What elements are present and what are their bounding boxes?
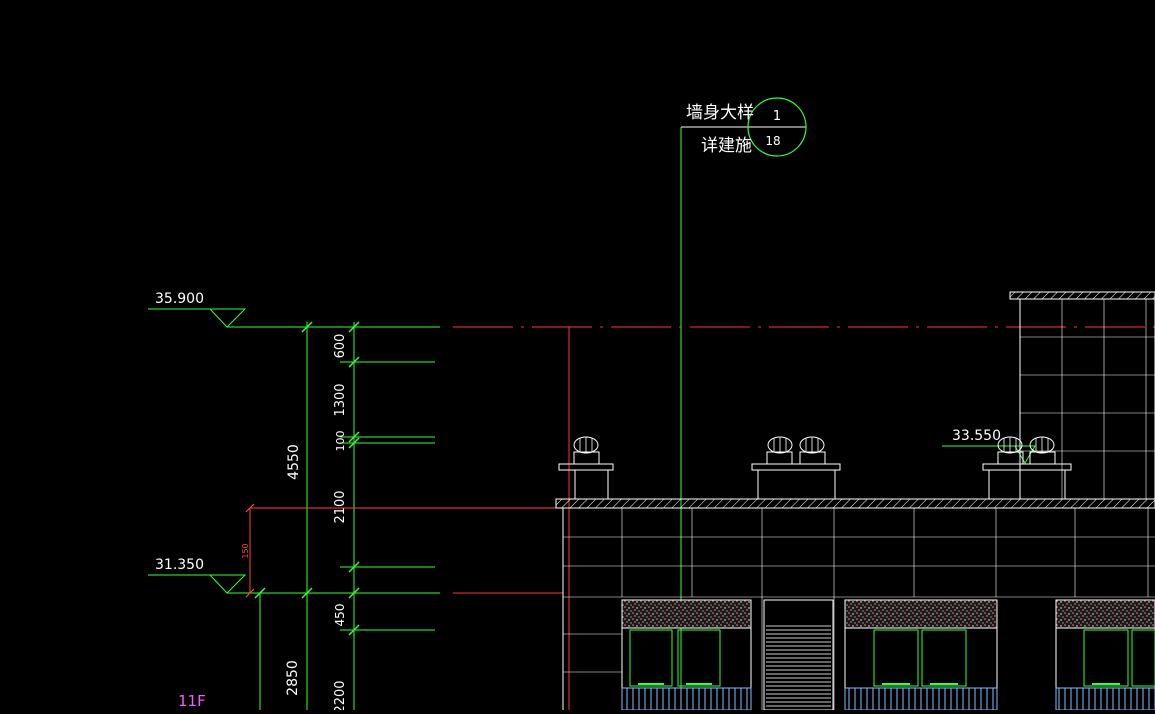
facade [562,508,1155,710]
dim-2200: 2200 [333,680,348,710]
elevation-value-mid: 31.350 [155,557,204,573]
elevation-value-top: 35.900 [155,291,204,307]
callout-sheet-number: 18 [765,134,780,148]
callout-detail-number: 1 [773,109,781,124]
louver-door [763,599,834,711]
elevation-mark-roof-step[interactable]: 33.550 [942,428,1036,464]
dimension-chain-outer[interactable]: 4550 2850 [254,321,313,710]
roof-ventilator-pair [751,436,841,500]
dim-2100: 2100 [333,490,348,523]
window-bay [844,599,998,711]
callout-circle [747,97,807,157]
dim-2850: 2850 [285,660,301,696]
callout-title: 墙身大样 [686,103,754,123]
stair-tower [1009,291,1155,500]
window-bay [1055,599,1155,711]
dim-4550: 4550 [286,444,302,480]
floor-label: 11F [178,692,206,710]
parapet-dimension[interactable]: 150 [241,503,560,598]
roof-slab [555,498,1155,509]
axis-lines [453,326,1155,710]
dim-450: 450 [333,604,347,627]
roof-ventilator [558,436,614,500]
dimension-chain-inner[interactable]: 600 1300 100 2100 450 2200 [333,321,435,714]
elevation-mark-mid[interactable]: 31.350 [148,557,440,594]
dim-1300: 1300 [333,383,348,416]
detail-callout[interactable]: 墙身大样 详建施 1 18 [680,97,807,710]
elevation-mark-top[interactable]: 35.900 [148,291,440,328]
dim-100: 100 [334,431,347,452]
elevation-value-roof-step: 33.550 [952,428,1001,444]
dim-600: 600 [333,334,348,359]
parapet-dim-label: 150 [241,543,250,558]
window-bay [621,599,752,711]
callout-subtitle: 详建施 [701,136,752,156]
